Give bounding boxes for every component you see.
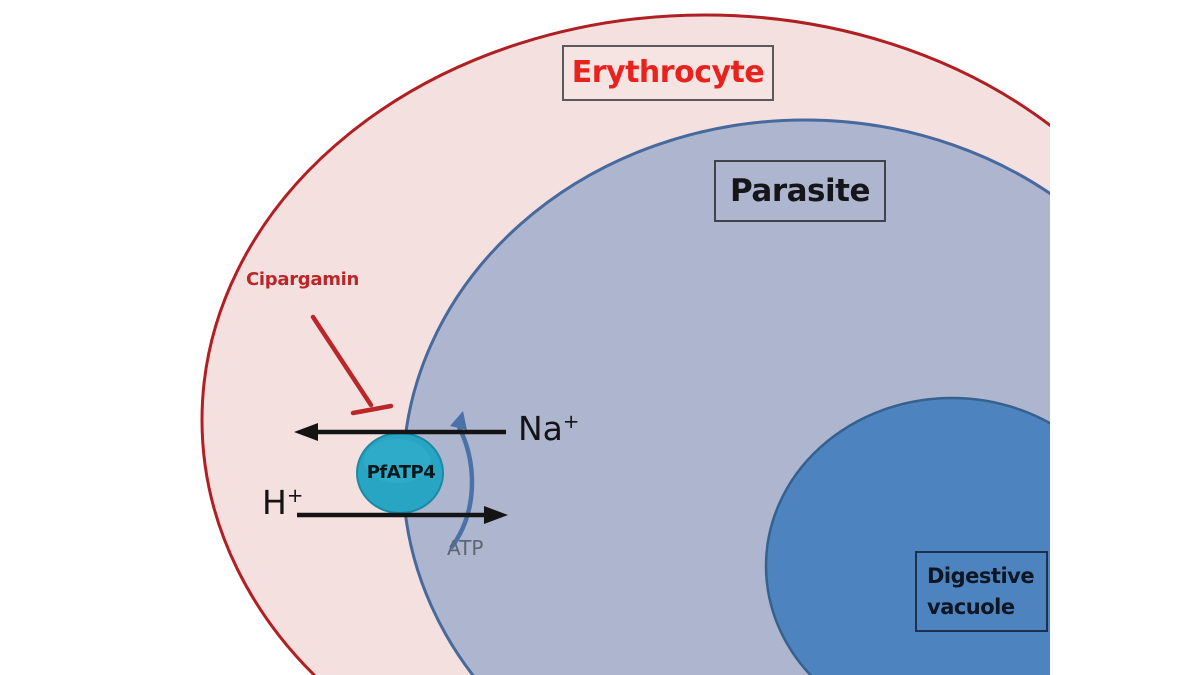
digestive-vacuole-label-line1: Digestive <box>927 564 1035 588</box>
sodium-ion-label: Na+ <box>518 409 580 448</box>
inhibition-arrow <box>310 314 394 416</box>
pfatp4-label: PfATP4 <box>366 462 436 483</box>
parasite-label: Parasite <box>714 160 886 222</box>
digestive-vacuole-label: Digestive vacuole <box>915 551 1048 632</box>
erythrocyte-label: Erythrocyte <box>562 45 774 101</box>
atp-label: ATP <box>447 536 484 560</box>
cipargamin-label: Cipargamin <box>246 269 360 290</box>
h-import-arrow <box>297 506 508 524</box>
proton-ion-label: H+ <box>262 483 304 522</box>
diagram-shapes <box>200 13 1050 675</box>
digestive-vacuole-label-line2: vacuole <box>927 595 1015 619</box>
na-export-arrow <box>294 423 506 441</box>
atp-arrow <box>449 411 475 550</box>
